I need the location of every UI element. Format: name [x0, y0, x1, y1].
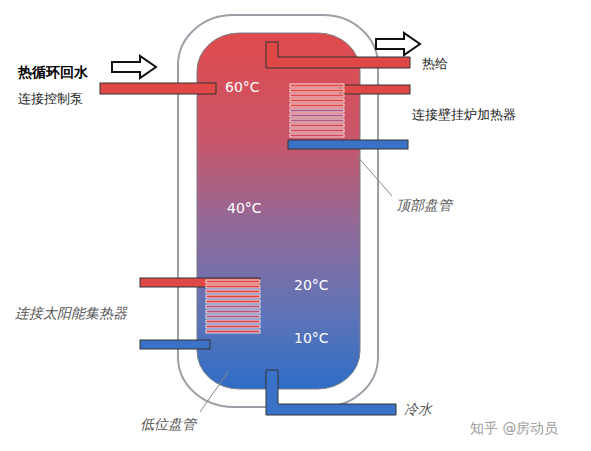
- coil-winding: [206, 280, 260, 283]
- coil-winding: [290, 99, 344, 102]
- coil-winding: [206, 290, 260, 293]
- pipe-label: 连接控制泵: [18, 92, 83, 107]
- coil-winding: [206, 320, 260, 323]
- pipe-label: 热循环回水: [18, 64, 88, 80]
- pipe-label: 连接壁挂炉加热器: [412, 108, 516, 123]
- coil-winding: [290, 134, 344, 137]
- temperature-label: 40°C: [227, 200, 262, 216]
- coil-winding: [206, 330, 260, 333]
- coil-winding: [206, 305, 260, 308]
- coil-winding: [290, 129, 344, 132]
- coil-winding: [290, 89, 344, 92]
- pipe-label: 热给: [422, 57, 448, 72]
- coil-winding: [206, 325, 260, 328]
- coil-winding: [290, 124, 344, 127]
- coil-winding: [290, 94, 344, 97]
- coil-winding: [206, 310, 260, 313]
- tank-body: 60°C 40°C 20°C 10°C: [197, 33, 360, 389]
- coil-winding: [290, 119, 344, 122]
- coil-winding: [290, 104, 344, 107]
- temperature-label: 20°C: [294, 277, 329, 293]
- coil-winding: [290, 109, 344, 112]
- coil-winding: [206, 295, 260, 298]
- part-label: 低位盘管: [140, 416, 196, 432]
- pipe-label: 冷水: [404, 401, 432, 417]
- pipe-label: 连接太阳能集热器: [15, 305, 127, 321]
- temperature-label: 60°C: [225, 79, 260, 95]
- watermark: 知乎 @房动员: [470, 420, 558, 436]
- coil-winding: [290, 114, 344, 117]
- coil-winding: [206, 300, 260, 303]
- coil-winding: [206, 285, 260, 288]
- coil-winding: [206, 315, 260, 318]
- part-label: 顶部盘管: [396, 197, 452, 213]
- temperature-label: 10°C: [294, 330, 329, 346]
- coil-winding: [290, 84, 344, 87]
